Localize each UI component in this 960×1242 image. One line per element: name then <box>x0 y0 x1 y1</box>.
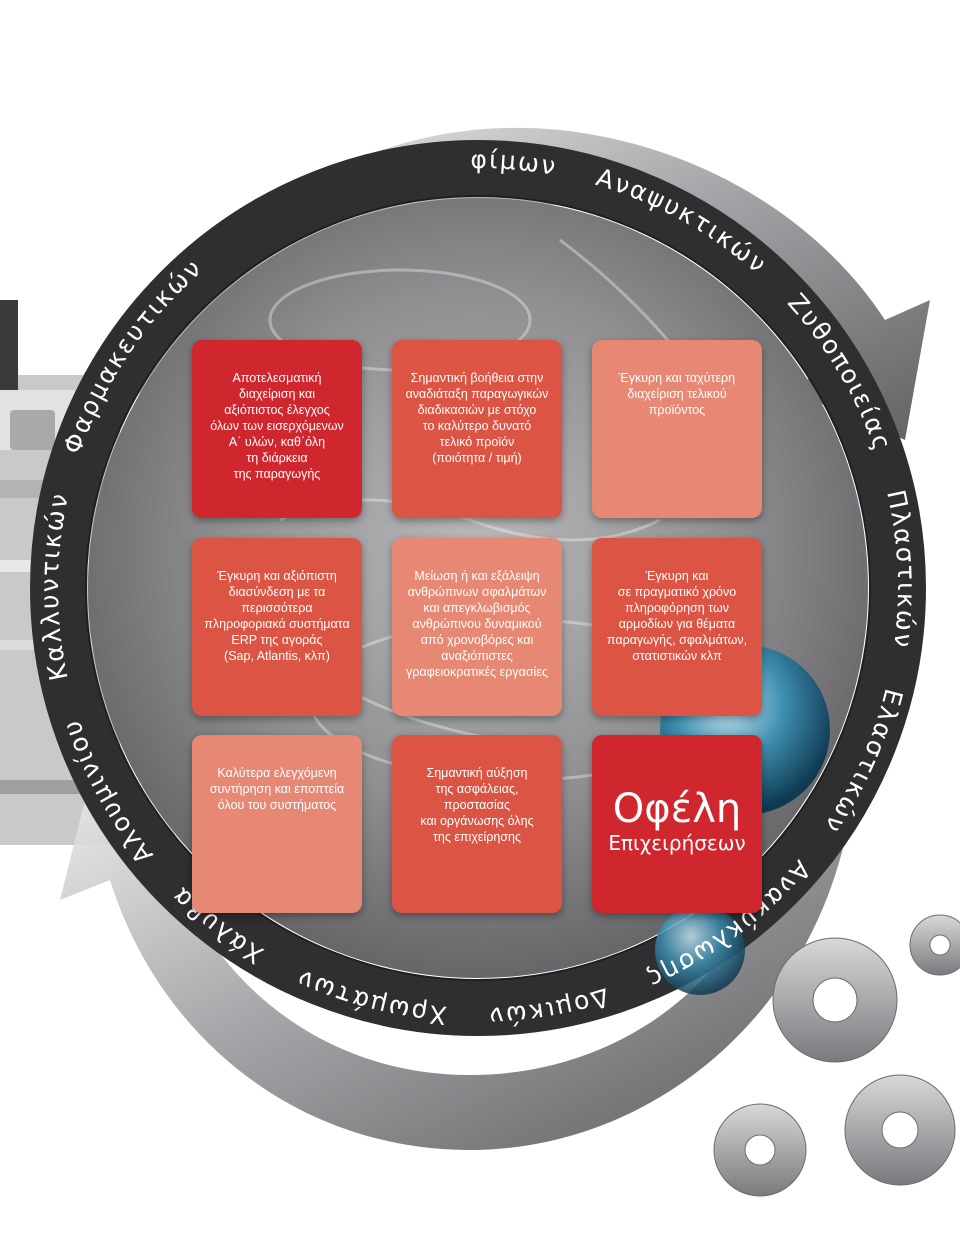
card-text: Έγκυρη και σε πραγματικό χρόνο πληροφόρη… <box>606 569 748 663</box>
title-main: Οφέλη <box>612 786 742 832</box>
benefit-card-5: Μείωση ή και εξάλειψη ανθρώπινων σφαλμάτ… <box>392 538 562 716</box>
benefit-card-3: Έγκυρη και ταχύτερη διαχείριση τελικού π… <box>592 340 762 518</box>
benefit-card-6: Έγκυρη και σε πραγματικό χρόνο πληροφόρη… <box>592 538 762 716</box>
card-text: Αποτελεσματική διαχείριση και αξιόπιστος… <box>210 371 344 481</box>
benefit-card-4: Έγκυρη και αξιόπιστη διασύνδεση με τα πε… <box>192 538 362 716</box>
outer-ring <box>30 140 926 1036</box>
title-card: Οφέλη Επιχειρήσεων <box>592 735 762 913</box>
benefit-card-2: Σημαντική βοήθεια στην αναδιάταξη παραγω… <box>392 340 562 518</box>
benefit-card-1: Αποτελεσματική διαχείριση και αξιόπιστος… <box>192 340 362 518</box>
card-text: Μείωση ή και εξάλειψη ανθρώπινων σφαλμάτ… <box>406 569 548 679</box>
card-text: Σημαντική αύξηση της ασφάλειας, προστασί… <box>420 766 534 844</box>
card-text: Έγκυρη και αξιόπιστη διασύνδεση με τα πε… <box>204 569 350 663</box>
ring-label: Τροφίμων <box>0 0 560 181</box>
benefit-card-8: Σημαντική αύξηση της ασφάλειας, προστασί… <box>392 735 562 913</box>
card-text: Σημαντική βοήθεια στην αναδιάταξη παραγω… <box>405 371 549 465</box>
title-sub: Επιχειρήσεων <box>608 831 746 855</box>
gears-icon <box>713 914 960 1197</box>
benefit-card-7: Καλύτερα ελεγχόμενη συντήρηση και εποπτε… <box>192 735 362 913</box>
card-text: Έγκυρη και ταχύτερη διαχείριση τελικού π… <box>618 371 736 417</box>
card-text: Καλύτερα ελεγχόμενη συντήρηση και εποπτε… <box>209 766 345 812</box>
